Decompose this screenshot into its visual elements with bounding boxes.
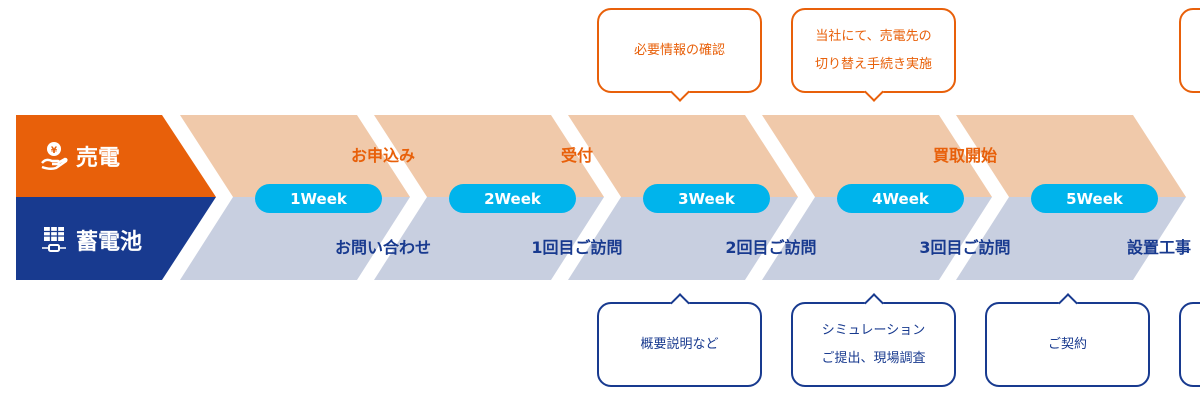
- note-text: シミュレーション ご提出、現場調査: [821, 322, 926, 366]
- note-text: 概要説明など: [640, 336, 719, 352]
- battery-note-bubble: ご契約: [985, 293, 1150, 387]
- step-sell-label: 受付: [560, 146, 593, 165]
- step-battery-label: 3回目ご訪問: [919, 238, 1011, 257]
- step-sell-label: 買取開始: [932, 146, 997, 165]
- battery-note-bubble: シミュレーション ご提出、現場調査: [791, 293, 956, 387]
- step-sell-chevron: [762, 115, 992, 197]
- note-text: ご契約: [1047, 336, 1087, 352]
- week-badge: 3Week: [643, 184, 770, 213]
- solar-panel-battery-icon: [42, 227, 66, 252]
- step-sell-chevron: [568, 115, 798, 197]
- sell-note-bubble: UPした単価で 買取開始！: [1179, 8, 1200, 93]
- step-battery-chevron: [568, 197, 798, 280]
- week-badge: 4Week: [837, 184, 964, 213]
- header-battery-block: [16, 197, 216, 280]
- header-battery: 蓄電池: [40, 224, 170, 256]
- step-battery-chevron: [180, 197, 410, 280]
- step-sell-chevron: [374, 115, 604, 197]
- note-text: 当社にて、売電先の 切り替え手続き実施: [814, 28, 932, 72]
- svg-text:¥: ¥: [51, 146, 58, 156]
- sell-note-bubble: 必要情報の確認: [597, 8, 762, 102]
- week-badge: 1Week: [255, 184, 382, 213]
- sell-note-bubble: 当社にて、売電先の 切り替え手続き実施: [791, 8, 956, 102]
- step-battery-label: お問い合わせ: [334, 238, 431, 257]
- step-battery-label: 1回目ご訪問: [531, 238, 623, 257]
- battery-note-bubble: 概要説明など: [597, 293, 762, 387]
- hand-yen-icon: ¥: [41, 142, 68, 171]
- week-badge: 5Week: [1031, 184, 1158, 213]
- step-sell-label: お申込み: [350, 146, 415, 165]
- battery-note-bubble: 工事完了後、UPした 単価で買取開始！: [1179, 302, 1200, 387]
- header-sell-label: 売電: [76, 146, 121, 171]
- header-sell-block: [16, 115, 216, 197]
- step-battery-chevron: [762, 197, 992, 280]
- header-battery-label: 蓄電池: [76, 230, 143, 255]
- step-battery-label: 設置工事: [1126, 238, 1191, 257]
- header-sell: ¥ 売電: [40, 140, 170, 172]
- step-sell-chevron: [956, 115, 1186, 197]
- week-badge: 2Week: [449, 184, 576, 213]
- step-battery-chevron: [374, 197, 604, 280]
- note-text: 必要情報の確認: [633, 42, 725, 58]
- step-battery-chevron: [956, 197, 1186, 280]
- step-battery-label: 2回目ご訪問: [725, 238, 817, 257]
- step-sell-chevron: [180, 115, 410, 197]
